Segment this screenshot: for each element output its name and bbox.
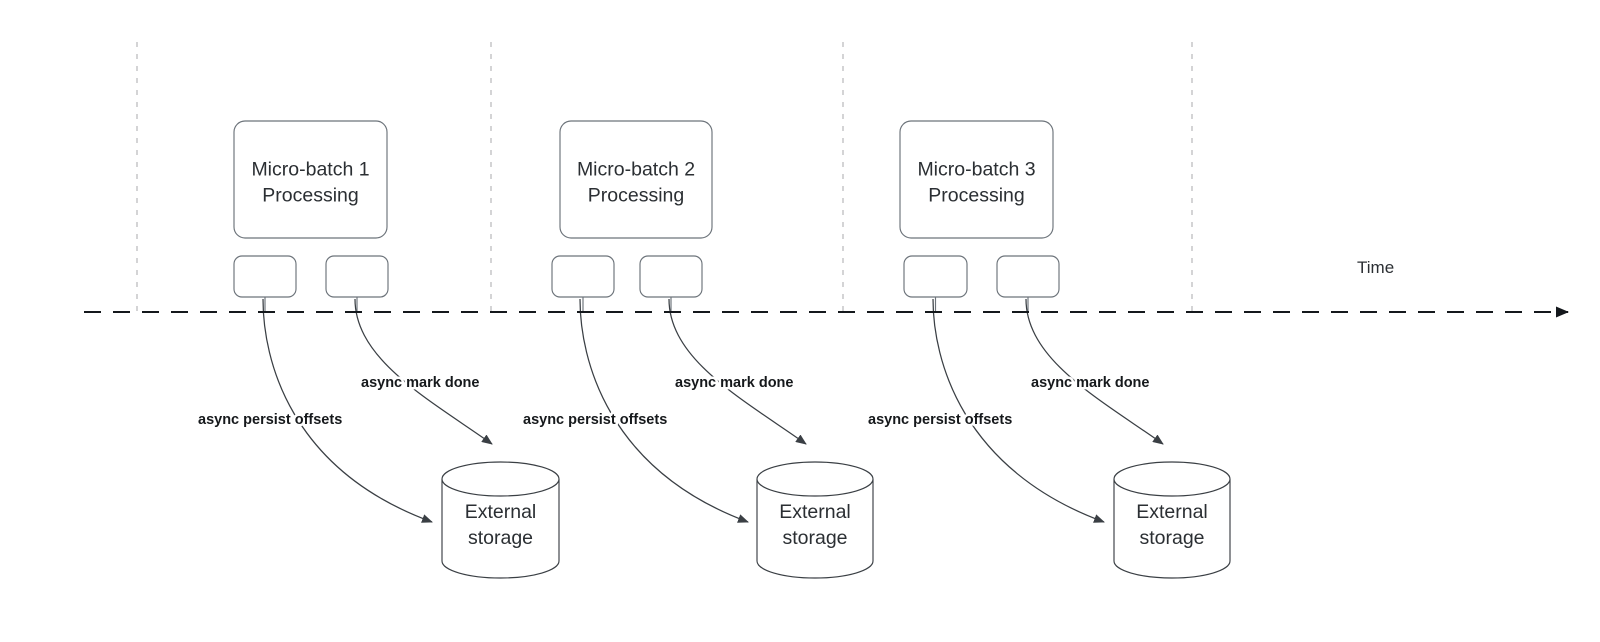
batch-box-2: Micro-batch 2 Processing [559, 120, 713, 239]
task-box-task-1b [325, 255, 389, 298]
external-storage-2: External storage [756, 461, 874, 579]
batch-box-rect [899, 120, 1054, 239]
time-axis-label: Time [1357, 258, 1394, 277]
edge-label-halo-persist-3: async persist offsets [868, 412, 1012, 428]
storage-label-line2: storage [782, 527, 847, 549]
storage-label-line2: storage [1139, 527, 1204, 549]
batch-box-label-line1: Micro-batch 2 [577, 159, 695, 181]
batch-box-label-line2: Processing [262, 185, 358, 207]
storage-label-line2: storage [468, 527, 533, 549]
batch-box-label-line2: Processing [588, 185, 684, 207]
external-storage-1: External storage [441, 461, 560, 579]
task-box-task-2b [639, 255, 703, 298]
connector-labels: async persist offsets async persist offse… [196, 373, 1152, 431]
edge-persist-1 [262, 298, 433, 523]
batch-box-label-line1: Micro-batch 1 [251, 159, 369, 181]
edge-persist-2 [579, 298, 749, 523]
edge-markdone-2 [668, 298, 807, 445]
task-box-task-3b [996, 255, 1060, 298]
edge-label-halo-persist-1: async persist offsets [198, 412, 342, 428]
batch-box-1: Micro-batch 1 Processing [233, 120, 388, 239]
edge-markdone-1 [354, 298, 493, 445]
storage-label-line1: External [779, 501, 851, 523]
batch-box-rect [233, 120, 388, 239]
time-axis: Time [84, 258, 1569, 318]
batch-box-label-line2: Processing [928, 185, 1024, 207]
cylinder-top [1113, 461, 1231, 497]
edge-label-markdone-3: async mark done [1031, 375, 1149, 391]
edge-label-halo-markdone-1: async mark done [361, 375, 479, 391]
batch-box-3: Micro-batch 3 Processing [899, 120, 1054, 239]
edge-label-halo-markdone-2: async mark done [675, 375, 793, 391]
cylinder-body [441, 479, 560, 579]
storage-label-line1: External [465, 501, 537, 523]
task-box-task-3a [903, 255, 968, 298]
cylinder-body [756, 479, 874, 579]
edge-label-halo-markdone-3: async mark done [1031, 375, 1149, 391]
edge-persist-3 [932, 298, 1105, 523]
cylinder-top [441, 461, 560, 497]
edge-label-halo-persist-2: async persist offsets [523, 412, 667, 428]
edge-markdone-3 [1025, 298, 1164, 445]
storage-label-line1: External [1136, 501, 1208, 523]
edge-label-persist-3: async persist offsets [868, 412, 1012, 428]
task-box-task-1a [233, 255, 297, 298]
batch-box-label-line1: Micro-batch 3 [917, 159, 1035, 181]
edge-label-persist-1: async persist offsets [198, 412, 342, 428]
connector-edges [262, 298, 1164, 523]
edge-label-persist-2: async persist offsets [523, 412, 667, 428]
external-storage-3: External storage [1113, 461, 1231, 579]
batch-box-rect [559, 120, 713, 239]
edge-label-markdone-2: async mark done [675, 375, 793, 391]
task-box-task-2a [551, 255, 615, 298]
cylinder-top [756, 461, 874, 497]
vertical-guide-lines [136, 42, 1193, 314]
edge-label-markdone-1: async mark done [361, 375, 479, 391]
cylinder-body [1113, 479, 1231, 579]
